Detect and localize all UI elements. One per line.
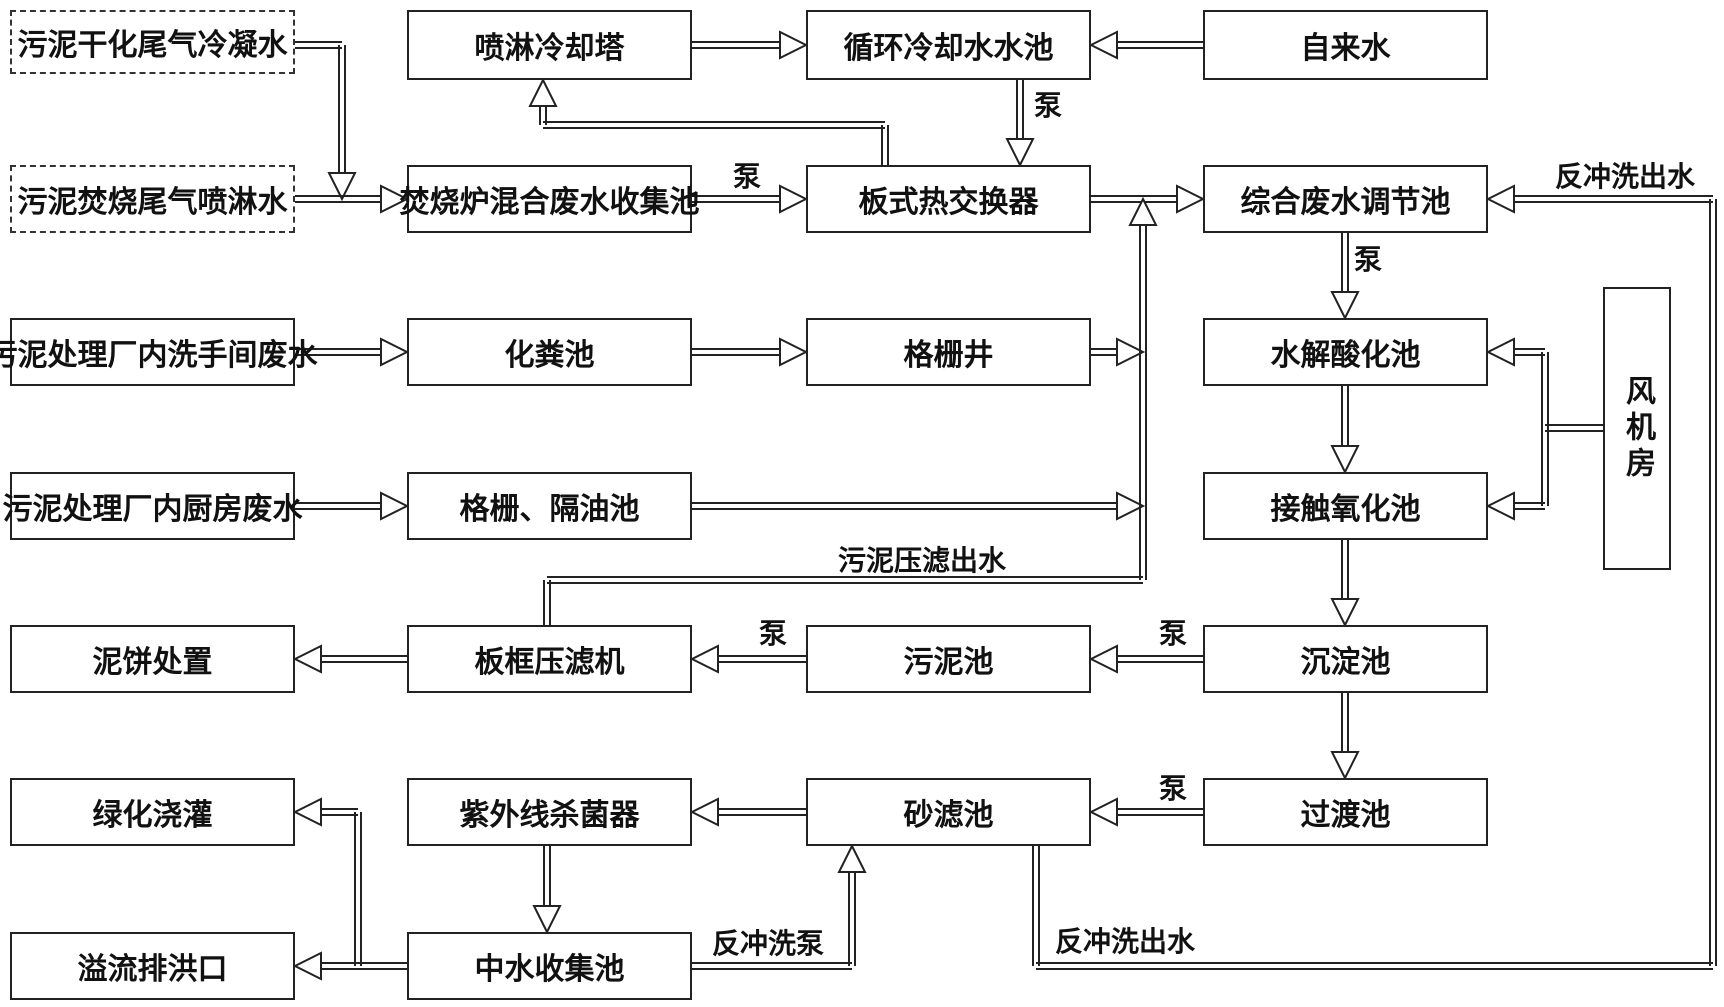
arrow-head (689, 797, 719, 827)
arrow-head (292, 951, 322, 981)
label-pump-sand-filter: 泵 (1159, 772, 1188, 805)
node-overflow-outlet: 溢流排洪口 (10, 932, 295, 1000)
node-sand-filter: 砂滤池 (806, 778, 1091, 846)
node-sludge-drying-condensate: 污泥干化尾气冷凝水 (10, 10, 295, 74)
arrow-head (1005, 138, 1035, 168)
node-contact-oxidation-tank: 接触氧化池 (1203, 472, 1488, 540)
node-blower-room: 风机房 (1603, 287, 1671, 570)
node-circulating-cooling-pool: 循环冷却水水池 (806, 10, 1091, 80)
node-sludge-pool: 污泥池 (806, 625, 1091, 693)
arrow-head (1330, 751, 1360, 781)
node-spray-cooling-tower: 喷淋冷却塔 (407, 10, 692, 80)
arrow-head (689, 644, 719, 674)
arrow-head (1088, 644, 1118, 674)
node-sludge-cake-disposal: 泥饼处置 (10, 625, 295, 693)
node-plate-heat-exchanger: 板式热交换器 (806, 165, 1091, 233)
arrow-head (1176, 184, 1206, 214)
label-pump-filter-press: 泵 (759, 617, 788, 650)
arrow-head (528, 77, 558, 107)
label-backwash-pump: 反冲洗泵 (712, 927, 825, 960)
label-pump-equalization: 泵 (1354, 243, 1383, 276)
arrow-head (380, 491, 410, 521)
label-backwash-out-top: 反冲洗出水 (1555, 160, 1696, 193)
arrow-head (1330, 445, 1360, 475)
node-hydrolysis-acidification-tank: 水解酸化池 (1203, 318, 1488, 386)
arrow-head (1330, 291, 1360, 321)
arrow-head (292, 644, 322, 674)
node-tap-water: 自来水 (1203, 10, 1488, 80)
node-septic-tank: 化粪池 (407, 318, 692, 386)
arrow-head (380, 337, 410, 367)
label-pump-heat-exchanger: 泵 (1034, 89, 1063, 122)
node-plate-frame-filter-press: 板框压滤机 (407, 625, 692, 693)
arrow-head (779, 337, 809, 367)
node-incinerator-wastewater-pool: 焚烧炉混合废水收集池 (400, 165, 700, 233)
arrow-head (1116, 337, 1146, 367)
arrow-head (1088, 797, 1118, 827)
node-equalization-tank: 综合废水调节池 (1203, 165, 1488, 233)
arrow-head (532, 905, 562, 935)
arrow-head (1088, 30, 1118, 60)
arrow-head (1485, 491, 1515, 521)
node-washroom-wastewater: 污泥处理厂内洗手间废水 (0, 318, 318, 386)
label-pump-collection: 泵 (733, 160, 762, 193)
arrow-head (837, 843, 867, 873)
arrow-head (380, 184, 410, 214)
node-uv-sterilizer: 紫外线杀菌器 (407, 778, 692, 846)
arrow-head (1485, 337, 1515, 367)
node-transition-tank: 过渡池 (1203, 778, 1488, 846)
arrow-head (327, 172, 357, 202)
label-sludge-filtrate: 污泥压滤出水 (838, 544, 1007, 577)
label-backwash-out-bottom: 反冲洗出水 (1055, 925, 1196, 958)
node-sedimentation-tank: 沉淀池 (1203, 625, 1488, 693)
node-grille-well: 格栅井 (806, 318, 1091, 386)
label-pump-sludge: 泵 (1159, 617, 1188, 650)
arrow-head (779, 184, 809, 214)
node-reclaimed-water-pool: 中水收集池 (407, 932, 692, 1000)
arrow-head (1330, 598, 1360, 628)
node-kitchen-wastewater: 污泥处理厂内厨房废水 (3, 472, 303, 540)
node-grille-oil-separator: 格栅、隔油池 (407, 472, 692, 540)
arrow-head (1116, 491, 1146, 521)
arrow-head (1485, 184, 1515, 214)
arrow-head (1128, 196, 1158, 226)
arrow-head (779, 30, 809, 60)
arrow-head (292, 797, 322, 827)
node-incineration-spray-water: 污泥焚烧尾气喷淋水 (10, 165, 295, 233)
node-greening-irrigation: 绿化浇灌 (10, 778, 295, 846)
